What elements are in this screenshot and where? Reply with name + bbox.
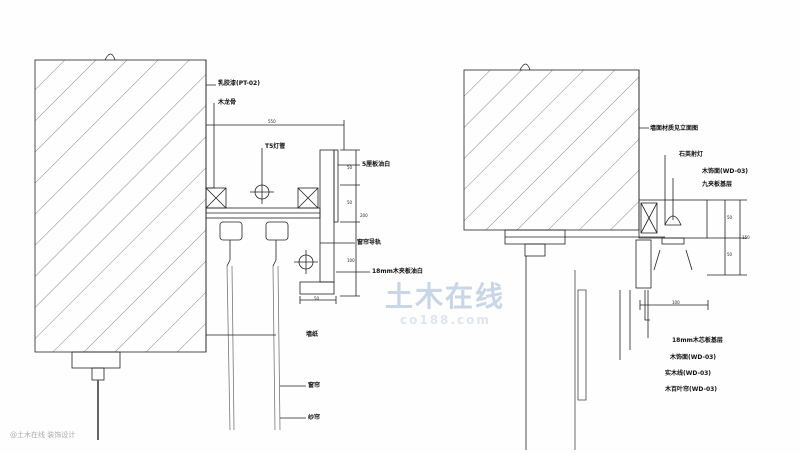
left-concrete-wall <box>34 59 207 353</box>
label-nine-ply: 九夹板基层 <box>702 181 733 188</box>
dim-width: 550 <box>268 119 276 124</box>
dim-b: 50 <box>727 252 733 257</box>
dim-total: 150 <box>742 235 750 240</box>
dim-d4: 100 <box>347 258 355 263</box>
watermark-logo: 土木在线 <box>385 280 506 313</box>
label-wallpaper: 墙纸 <box>306 331 319 338</box>
dim-d3: 200 <box>360 213 368 218</box>
label-plywood-5: 5厘板油白 <box>362 161 391 168</box>
label-quartz-spot: 石英射灯 <box>679 151 704 158</box>
label-wood-keel: 木龙骨 <box>218 99 237 106</box>
dim-d1: 50 <box>347 165 353 170</box>
caption: @土木在线 装饰设计 <box>10 431 76 439</box>
label-wood-veneer: 木饰面(WD-03) <box>702 168 749 175</box>
watermark-url: co188.com <box>400 313 491 327</box>
dim-a: 50 <box>727 215 733 220</box>
label-curtain-rail: 窗帘导轨 <box>357 239 382 246</box>
dim-width-right: 100 <box>672 300 680 305</box>
label-blind: 木百叶帘(WD-03) <box>665 386 718 393</box>
right-concrete-wall <box>463 69 640 231</box>
dim-d2: 50 <box>347 200 353 205</box>
label-wall-finish: 墙面材质见立面图 <box>650 125 699 132</box>
label-wood-finish: 木饰面(WD-03) <box>670 354 717 361</box>
label-latex-paint: 乳胶漆(PT-02) <box>218 80 260 87</box>
label-t5-tube: T5灯管 <box>265 143 286 150</box>
label-plywood-18: 18mm木夹板油白 <box>372 268 423 275</box>
dim-bottom: 50 <box>314 296 320 301</box>
label-sheer: 纱帘 <box>308 414 321 421</box>
label-curtain: 窗帘 <box>308 382 321 389</box>
label-solid-trim: 实木线(WD-03) <box>665 370 712 377</box>
label-core-board: 18mm木芯板基层 <box>672 337 723 344</box>
